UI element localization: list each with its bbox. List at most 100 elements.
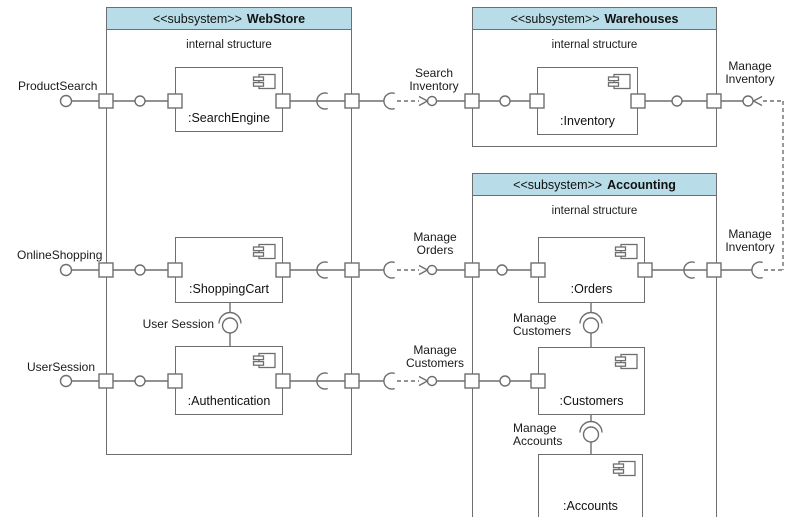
socket-interface-icon: [316, 92, 328, 110]
ball-interface-icon: [496, 264, 508, 276]
ball-interface-icon: [499, 95, 511, 107]
component-name: :Customers: [559, 394, 624, 408]
row-product-search-connectors: [59, 92, 784, 270]
ball-interface-icon: [426, 375, 438, 387]
component-icon: [252, 243, 276, 260]
component-icon: [252, 73, 276, 90]
interface-label-online-shopping: OnlineShopping: [17, 248, 103, 262]
component-authentication: :Authentication: [175, 346, 283, 415]
port: [98, 373, 114, 389]
port: [706, 93, 722, 109]
row-user-session-connectors: [59, 372, 546, 390]
port: [464, 93, 480, 109]
port: [167, 93, 183, 109]
port: [464, 262, 480, 278]
component-name: :Accounts: [563, 499, 618, 513]
ball-interface-icon: [134, 264, 146, 276]
port: [98, 93, 114, 109]
assembly-manage-accounts: [579, 415, 603, 454]
component-name: :SearchEngine: [187, 111, 270, 125]
socket-interface-icon: [683, 261, 695, 279]
interface-label-product-search: ProductSearch: [18, 79, 98, 93]
socket-interface-icon: [383, 92, 395, 110]
socket-interface-icon: [579, 311, 603, 324]
subsystem-warehouses-name: Warehouses: [604, 11, 679, 26]
ball-interface-icon: [426, 264, 438, 276]
component-customers: :Customers: [538, 347, 645, 415]
internal-structure-label: internal structure: [186, 39, 272, 51]
assembly-manage-customers: [579, 303, 603, 347]
subsystem-accounting-name: Accounting: [607, 177, 676, 192]
component-accounts: :Accounts: [538, 454, 643, 517]
dependency-arrowhead-icon: [418, 95, 429, 107]
component-orders: :Orders: [538, 237, 645, 303]
connector-label-manage-inventory-top: Manage Inventory: [725, 59, 775, 86]
socket-interface-icon: [751, 261, 763, 279]
port: [344, 373, 360, 389]
socket-interface-icon: [383, 372, 395, 390]
subsystem-accounting-header: <<subsystem>> Accounting: [473, 174, 716, 196]
component-icon: [614, 243, 638, 260]
internal-structure-label: internal structure: [551, 205, 638, 217]
ball-interface-icon: [59, 263, 73, 277]
ball-interface-icon: [582, 426, 600, 443]
port: [344, 262, 360, 278]
ball-interface-icon: [59, 94, 73, 108]
port: [167, 373, 183, 389]
component-inventory: :Inventory: [537, 67, 638, 135]
component-name: :Authentication: [187, 394, 271, 408]
component-name: :Orders: [570, 282, 613, 296]
port: [275, 373, 291, 389]
port: [275, 93, 291, 109]
component-name: :Inventory: [560, 114, 615, 128]
port: [637, 262, 653, 278]
internal-structure-label: internal structure: [551, 39, 638, 51]
ball-interface-icon: [742, 95, 754, 107]
assembly-user-session: [218, 303, 242, 346]
connector-label-user-session: User Session: [142, 317, 214, 331]
ball-interface-icon: [134, 95, 146, 107]
dependency-arrowhead-icon: [418, 264, 429, 276]
socket-interface-icon: [218, 311, 242, 324]
ball-interface-icon: [582, 317, 600, 334]
subsystem-webstore-name: WebStore: [246, 11, 306, 26]
port: [167, 262, 183, 278]
dependency-arrowhead-icon: [752, 95, 763, 107]
component-name: :ShoppingCart: [189, 282, 269, 296]
connector-label-manage-customers: Manage Customers: [405, 343, 464, 370]
ball-interface-icon: [59, 374, 73, 388]
stereotype-label: <<subsystem>>: [513, 177, 603, 192]
component-icon: [252, 352, 276, 369]
subsystem-warehouses-header: <<subsystem>>Warehouses: [473, 8, 716, 30]
connector-label-manage-inventory-bottom: Manage Inventory: [725, 227, 775, 254]
ball-interface-icon: [499, 375, 511, 387]
connector-label-search-inventory: Search Inventory: [409, 66, 459, 93]
component-icon: [614, 353, 638, 370]
port: [530, 262, 546, 278]
connector-label-manage-orders: Manage Orders: [413, 230, 457, 257]
port: [706, 262, 722, 278]
interface-label-user-session: UserSession: [27, 360, 96, 374]
port: [630, 93, 646, 109]
row-online-shopping-connectors: [59, 261, 783, 279]
component-icon: [607, 73, 631, 90]
socket-interface-icon: [579, 420, 603, 433]
ball-interface-icon: [221, 317, 239, 334]
port: [529, 93, 545, 109]
ball-interface-icon: [134, 375, 146, 387]
port: [275, 262, 291, 278]
socket-interface-icon: [316, 372, 328, 390]
subsystem-webstore-header: <<subsystem>> WebStore: [107, 8, 351, 30]
port: [98, 262, 114, 278]
component-shopping-cart: :ShoppingCart: [175, 237, 283, 303]
stereotype-label: <<subsystem>>: [152, 11, 242, 26]
port: [530, 373, 546, 389]
socket-interface-icon: [383, 261, 395, 279]
ball-interface-icon: [671, 95, 683, 107]
socket-interface-icon: [316, 261, 328, 279]
dependency-arrowhead-icon: [418, 375, 429, 387]
connector-label-manage-customers-internal: Manage Customers: [513, 311, 572, 338]
component-icon: [612, 460, 636, 477]
